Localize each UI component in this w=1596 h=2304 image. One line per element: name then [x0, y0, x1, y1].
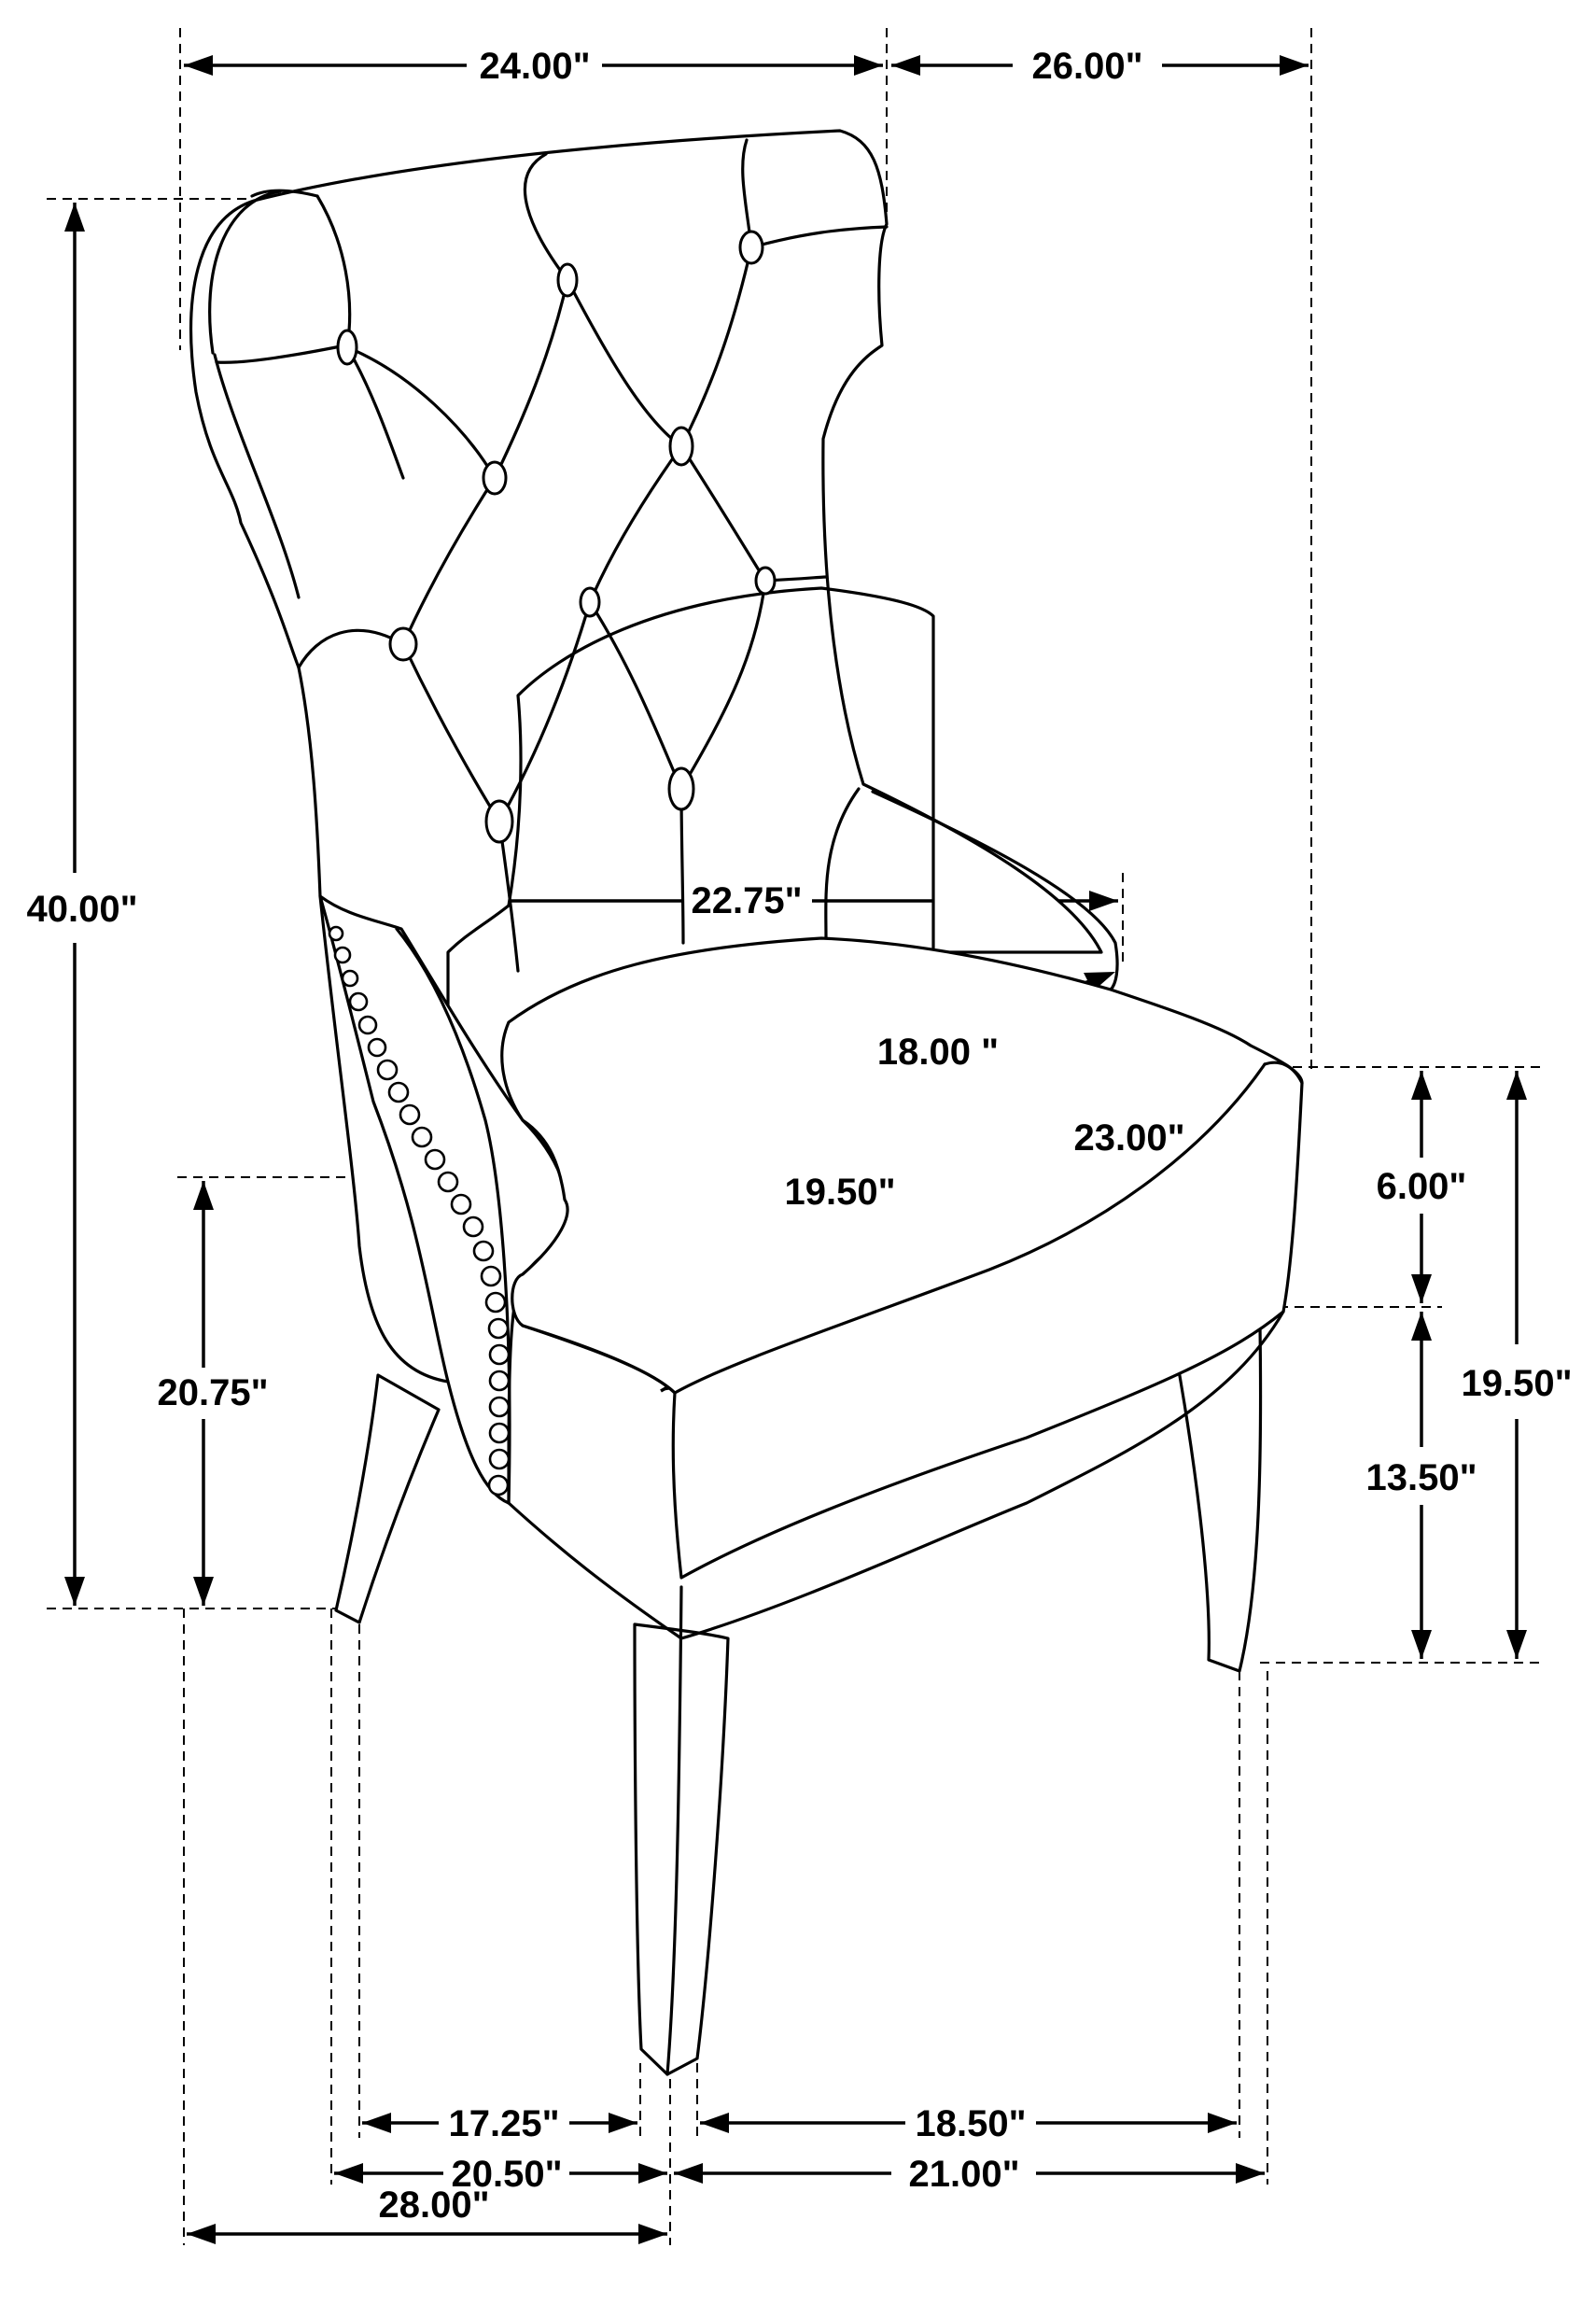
tuft-button: [738, 230, 764, 265]
tuft-button: [754, 566, 777, 596]
label-seat-width: 22.75": [691, 880, 802, 921]
guide-lines: [47, 28, 1545, 2245]
label-cushion-height: 6.00": [1377, 1166, 1467, 1207]
tuft-button: [579, 586, 601, 618]
front-leg: [633, 1623, 730, 2076]
tuft-button: [556, 262, 579, 298]
label-seat-height: 19.50": [1461, 1363, 1572, 1404]
tuft-button: [667, 766, 695, 811]
label-overall-width: 24.00": [479, 46, 590, 87]
tuft-button: [668, 426, 694, 467]
label-seat-diag-front: 23.00": [1073, 1117, 1184, 1159]
nailhead-studs: [328, 925, 511, 1496]
tuft-button: [482, 460, 508, 496]
label-seat-depth-diag: 19.50": [784, 1172, 895, 1213]
label-overall-depth-bottom: 28.00": [378, 2185, 489, 2226]
dimension-labels: 24.00" 26.00" 40.00" 20.75" 22.75" 18.00…: [26, 46, 1572, 2226]
tuft-button: [388, 626, 418, 662]
label-leg-span-left-inner: 17.25": [448, 2103, 559, 2144]
label-leg-span-left-outer: 20.50": [451, 2154, 562, 2195]
seat-cushion: [500, 936, 1304, 1580]
label-overall-depth-top: 26.00": [1031, 46, 1142, 87]
tuft-button: [484, 799, 514, 844]
label-seat-depth-inner: 18.00 ": [877, 1032, 999, 1073]
label-arm-height: 20.75": [157, 1372, 268, 1413]
label-overall-height: 40.00": [26, 889, 137, 930]
tuft-button: [336, 329, 358, 366]
label-leg-height: 13.50": [1365, 1457, 1477, 1498]
label-leg-span-right-inner: 18.50": [915, 2103, 1026, 2144]
back-left-leg: [334, 1373, 441, 1624]
label-leg-span-right-outer: 21.00": [908, 2154, 1019, 2195]
back-right-leg: [1172, 1324, 1263, 1673]
chair-drawing: [189, 129, 1304, 2076]
